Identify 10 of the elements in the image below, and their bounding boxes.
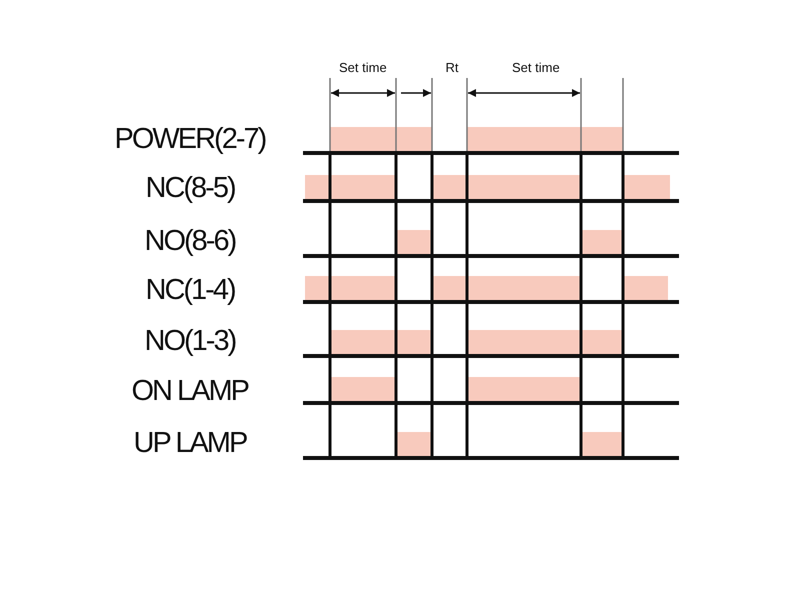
- signal-label: NO(1-3): [144, 326, 236, 356]
- dimension-label: Rt: [446, 60, 458, 74]
- dimension-label: Set time: [512, 60, 560, 74]
- signal-label: ON LAMP: [132, 376, 248, 406]
- signal-label: NO(8-6): [144, 226, 236, 256]
- dimension-label: Set time: [339, 60, 387, 74]
- signal-label: UP LAMP: [134, 428, 246, 458]
- signal-label: POWER(2-7): [114, 124, 266, 154]
- signal-label: NC(8-5): [146, 174, 235, 202]
- signal-label: NC(1-4): [146, 276, 235, 304]
